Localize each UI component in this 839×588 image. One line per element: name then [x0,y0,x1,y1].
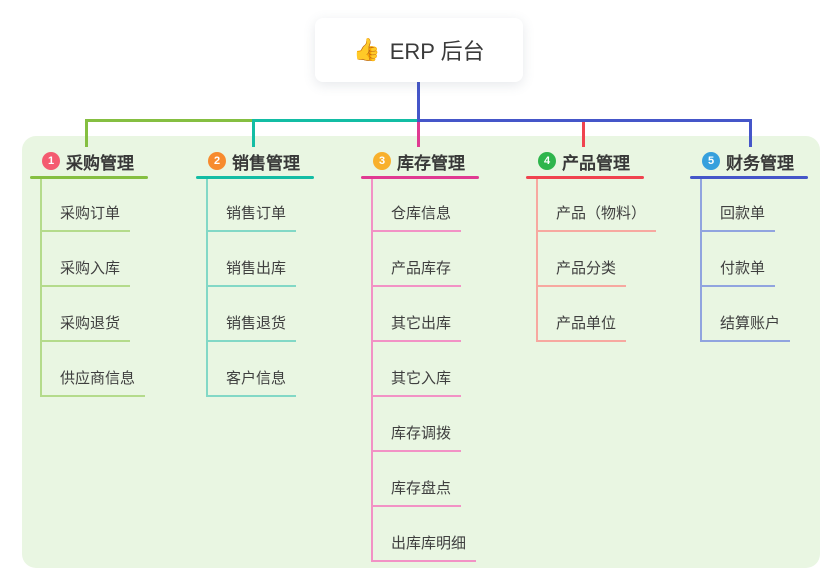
branch-title-label: 库存管理 [397,153,465,173]
branch-purchase: 1 采购管理 采购订单 采购入库 采购退货 供应商信息 [30,146,148,397]
branch-children: 回款单 付款单 结算账户 [700,179,791,342]
child-node[interactable]: 采购退货 [42,287,145,342]
child-node[interactable]: 产品（物料） [538,179,657,232]
child-node[interactable]: 销售出库 [208,232,297,287]
child-node-label: 产品分类 [538,257,627,287]
child-node-label: 供应商信息 [42,367,146,397]
branch-underline [690,176,808,179]
branch-underline [196,176,314,179]
branch-children: 仓库信息 产品库存 其它出库 其它入库 库存调拨 库存盘点 出库库明细 [371,179,477,562]
child-node[interactable]: 仓库信息 [373,179,476,232]
child-node-label: 其它出库 [373,312,462,342]
child-node-label: 客户信息 [208,367,297,397]
child-node[interactable]: 其它出库 [373,287,476,342]
child-node[interactable]: 客户信息 [208,342,297,397]
thumbs-up-icon: 👍 [353,37,381,62]
child-node-label: 仓库信息 [373,202,462,232]
child-node-label: 产品库存 [373,257,462,287]
root-node[interactable]: 👍 ERP 后台 [315,18,523,82]
connector-segment-teal [252,119,419,122]
child-node[interactable]: 销售订单 [208,179,297,232]
mindmap-background-panel [22,136,820,568]
child-node-label: 回款单 [702,202,776,232]
number-badge-icon: 4 [538,152,556,170]
branch-drop-sales [252,120,255,147]
child-node-label: 产品单位 [538,312,627,342]
branch-title-label: 采购管理 [66,153,134,173]
child-node[interactable]: 结算账户 [702,287,791,342]
child-node[interactable]: 供应商信息 [42,342,146,397]
child-node[interactable]: 产品库存 [373,232,476,287]
branch-title-sales[interactable]: 2 销售管理 [196,146,314,176]
child-node[interactable]: 采购入库 [42,232,145,287]
branch-underline [526,176,644,179]
child-node[interactable]: 库存盘点 [373,452,476,507]
branch-underline [30,176,148,179]
branch-title-finance[interactable]: 5 财务管理 [690,146,808,176]
branch-underline [361,176,479,179]
branch-inventory: 3 库存管理 仓库信息 产品库存 其它出库 其它入库 库存调拨 库存盘点 出库库… [361,146,479,562]
branch-sales: 2 销售管理 销售订单 销售出库 销售退货 客户信息 [196,146,314,397]
child-node-label: 采购退货 [42,312,131,342]
child-node-label: 其它入库 [373,367,462,397]
branch-finance: 5 财务管理 回款单 付款单 结算账户 [690,146,808,342]
child-node-label: 销售订单 [208,202,297,232]
child-node-label: 出库库明细 [373,532,477,562]
branch-title-purchase[interactable]: 1 采购管理 [30,146,148,176]
child-node[interactable]: 产品分类 [538,232,656,287]
number-badge-icon: 2 [208,152,226,170]
root-stem-connector [417,82,420,120]
child-node[interactable]: 其它入库 [373,342,476,397]
child-node-label: 付款单 [702,257,776,287]
branch-children: 销售订单 销售出库 销售退货 客户信息 [206,179,297,397]
connector-segment-blue [417,119,752,122]
branch-title-product[interactable]: 4 产品管理 [526,146,644,176]
child-node-label: 采购订单 [42,202,131,232]
child-node[interactable]: 付款单 [702,232,790,287]
child-node[interactable]: 库存调拨 [373,397,476,452]
child-node[interactable]: 回款单 [702,179,790,232]
branch-drop-finance [749,120,752,147]
child-node[interactable]: 采购订单 [42,179,145,232]
number-badge-icon: 1 [42,152,60,170]
child-node-label: 库存调拨 [373,422,462,452]
branch-title-inventory[interactable]: 3 库存管理 [361,146,479,176]
child-node[interactable]: 产品单位 [538,287,656,342]
child-node-label: 结算账户 [702,312,791,342]
child-node[interactable]: 出库库明细 [373,507,477,562]
child-node[interactable]: 销售退货 [208,287,297,342]
branch-drop-inventory [417,122,420,147]
branch-title-label: 销售管理 [232,153,300,173]
child-node-label: 产品（物料） [538,202,657,232]
number-badge-icon: 3 [373,152,391,170]
branch-children: 采购订单 采购入库 采购退货 供应商信息 [40,179,146,397]
branch-children: 产品（物料） 产品分类 产品单位 [536,179,657,342]
child-node-label: 销售出库 [208,257,297,287]
branch-drop-product [582,122,585,147]
branch-drop-purchase [85,120,88,147]
child-node-label: 库存盘点 [373,477,462,507]
branch-product: 4 产品管理 产品（物料） 产品分类 产品单位 [526,146,657,342]
root-node-label: ERP 后台 [389,39,485,64]
number-badge-icon: 5 [702,152,720,170]
connector-segment-green [85,119,254,122]
branch-title-label: 财务管理 [726,153,794,173]
child-node-label: 采购入库 [42,257,131,287]
branch-title-label: 产品管理 [562,153,630,173]
child-node-label: 销售退货 [208,312,297,342]
